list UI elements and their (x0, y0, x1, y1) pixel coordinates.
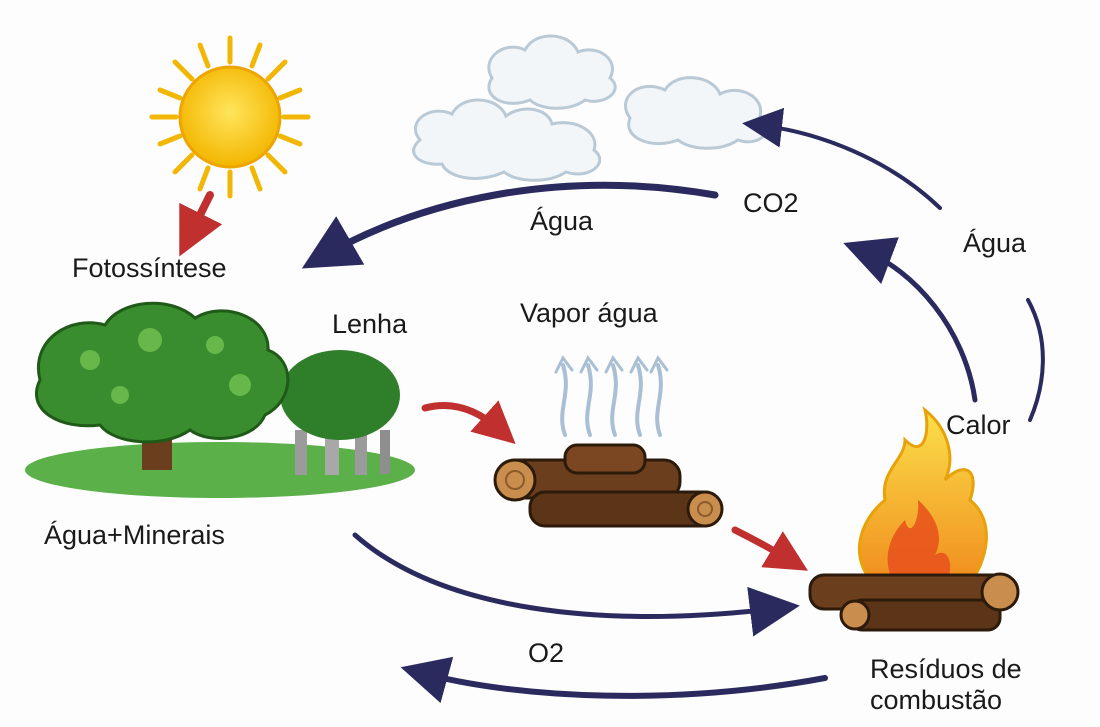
heat-to-atmosphere-arrow (843, 237, 978, 403)
sun-to-photosynthesis-arrow (179, 191, 223, 257)
label-fotossintese: Fotossíntese (72, 253, 227, 283)
label-agua-right: Água (963, 228, 1027, 258)
clouds-icon (412, 34, 769, 182)
label-agua-top: Água (530, 206, 594, 236)
process-arrows (179, 191, 809, 571)
tree-icon (25, 301, 415, 498)
label-residuos-line2: combustão (870, 685, 1003, 716)
label-residuos-line1: Resíduos de (870, 654, 1022, 684)
vapor-icon (554, 355, 669, 437)
label-calor: Calor (946, 410, 1011, 440)
co2-water-to-photosynthesis-arrow (301, 181, 719, 269)
minerals-to-fire-arrow (352, 532, 800, 637)
label-o2: O2 (528, 638, 565, 668)
label-co2: CO2 (743, 188, 799, 218)
o2-return-arrow (400, 656, 828, 704)
label-residuos: Resíduos de combustão (870, 654, 1022, 716)
water-to-clouds-arrow (742, 107, 942, 210)
fire-icon (808, 406, 1020, 632)
label-vapor-agua: Vapor água (520, 298, 658, 328)
label-agua-minerais: Água+Minerais (44, 520, 225, 550)
sun-icon (149, 35, 311, 199)
wood-to-fire-arrow (731, 526, 809, 571)
firewood-icon (493, 443, 724, 528)
label-lenha: Lenha (332, 309, 408, 339)
cycle-arrows (301, 107, 1045, 704)
tree-to-wood-arrow (421, 400, 516, 445)
